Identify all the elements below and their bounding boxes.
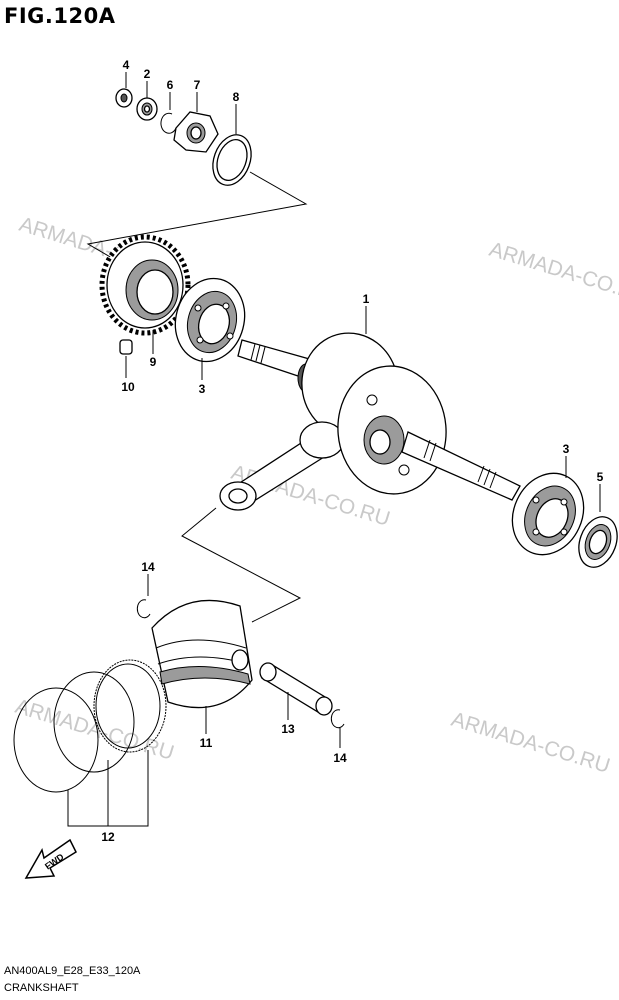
circlip-part-14-bottom xyxy=(330,709,345,729)
part-number-label: 3 xyxy=(563,442,570,456)
piston-pin-part-13 xyxy=(259,662,333,716)
figure-title: FIG.120A xyxy=(4,4,116,28)
circlip-part-6 xyxy=(160,112,177,134)
part-number-label: 5 xyxy=(597,470,604,484)
part-number-label: 1 xyxy=(363,292,370,306)
part-number-label: 14 xyxy=(333,751,347,765)
bearing-part-3-right xyxy=(511,472,585,556)
part-number-label: 8 xyxy=(233,90,240,104)
figure-caption: CRANKSHAFT xyxy=(4,982,79,994)
oil-seal-part-5 xyxy=(578,516,618,568)
small-bearing-part-4 xyxy=(115,88,133,108)
part-number-label: 12 xyxy=(101,830,115,844)
watermark: ARMADA-CO.RU xyxy=(449,708,613,778)
part-number-label: 2 xyxy=(144,67,151,81)
part-number-label: 11 xyxy=(200,736,213,750)
drawing-code: AN400AL9_E28_E33_120A xyxy=(4,965,141,977)
piston-part-11 xyxy=(151,599,253,709)
part-number-label: 13 xyxy=(281,722,295,736)
nut-part-7 xyxy=(173,111,219,153)
forward-direction-arrow: FWD xyxy=(24,838,77,879)
part-number-label: 9 xyxy=(150,355,157,369)
circlip-part-14-top xyxy=(136,599,151,619)
dowel-pin-part-10 xyxy=(119,339,133,355)
part-number-label: 14 xyxy=(141,560,155,574)
part-number-label: 10 xyxy=(121,380,135,394)
bearing-part-3-left xyxy=(174,277,246,363)
bearing-part-2 xyxy=(136,97,158,121)
washer-part-8 xyxy=(212,134,252,186)
piston-ring-set-part-12 xyxy=(13,659,167,793)
crankshaft-part-1 xyxy=(219,332,521,511)
watermark: ARMADA-CO.RU xyxy=(487,238,619,308)
gear-part-9 xyxy=(99,234,191,336)
part-number-label: 3 xyxy=(199,382,206,396)
part-number-label: 6 xyxy=(167,78,174,92)
watermark: ARMADA-CO.RU xyxy=(13,695,177,765)
part-number-label: 4 xyxy=(123,58,130,72)
part-number-label: 7 xyxy=(194,78,201,92)
